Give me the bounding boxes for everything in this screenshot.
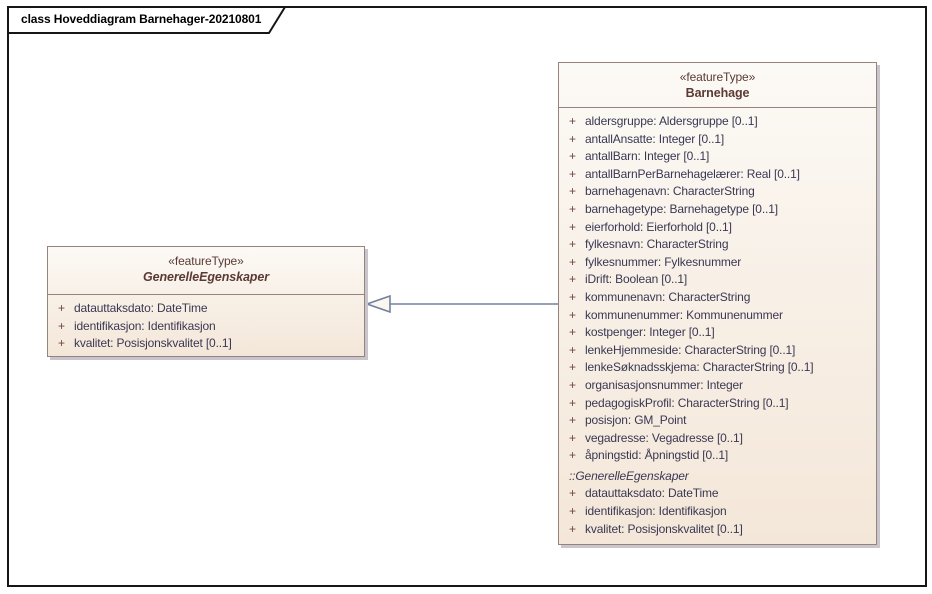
stereotype-label: «featureType» (168, 254, 244, 268)
attribute-row: + barnehagetype: Barnehagetype [0..1] (569, 201, 872, 219)
attribute-row: + åpningstid: Åpningstid [0..1] (569, 447, 872, 465)
attribute-text: pedagogiskProfil: CharacterString [0..1] (585, 395, 789, 410)
visibility-symbol: + (569, 413, 576, 428)
visibility-symbol: + (58, 301, 65, 315)
attribute-text: kvalitet: Posisjonskvalitet [0..1] (585, 521, 743, 536)
attribute-text: fylkesnummer: Fylkesnummer (585, 254, 742, 269)
attribute-text: lenkeSøknadsskjema: CharacterString [0..… (585, 360, 814, 375)
attribute-text: antallBarnPerBarnehagelærer: Real [0..1] (585, 166, 800, 181)
visibility-symbol: + (569, 430, 576, 445)
visibility-symbol: + (569, 448, 576, 463)
generalization-arrowhead-icon (364, 294, 391, 314)
attribute-text: iDrift: Boolean [0..1] (585, 272, 688, 287)
attribute-text: barnehagetype: Barnehagetype [0..1] (585, 201, 778, 216)
attribute-row: + kostpenger: Integer [0..1] (569, 324, 872, 342)
visibility-symbol: + (569, 201, 576, 216)
attribute-text: kvalitet: Posisjonskvalitet [0..1] (74, 336, 232, 351)
inherited-attributes-header: ::GenerelleEgenskaper (569, 468, 689, 483)
visibility-symbol: + (569, 325, 576, 340)
attribute-row: + lenkeHjemmeside: CharacterString [0..1] (569, 342, 872, 360)
visibility-symbol: + (569, 272, 576, 287)
visibility-symbol: + (58, 336, 65, 351)
attribute-row: + kvalitet: Posisjonskvalitet [0..1] (58, 335, 360, 353)
attribute-row: + kvalitet: Posisjonskvalitet [0..1] (569, 521, 872, 539)
generalization-connector[interactable] (360, 288, 570, 322)
attribute-row: + eierforhold: Eierforhold [0..1] (569, 219, 872, 237)
visibility-symbol: + (569, 504, 576, 519)
attribute-text: åpningstid: Åpningstid [0..1] (585, 448, 729, 463)
attribute-row: + fylkesnummer: Fylkesnummer (569, 254, 872, 272)
own-attributes: + aldersgruppe: Aldersgruppe [0..1] + antal… (569, 113, 872, 465)
attribute-compartment: + aldersgruppe: Aldersgruppe [0..1] + antal… (559, 108, 876, 538)
class-name: Barnehage (685, 86, 750, 100)
attribute-text: fylkesnavn: CharacterString (585, 237, 729, 252)
attribute-row: + vegadresse: Vegadresse [0..1] (569, 430, 872, 448)
visibility-symbol: + (58, 318, 65, 333)
attribute-text: organisasjonsnummer: Integer (585, 377, 743, 392)
visibility-symbol: + (569, 131, 576, 146)
attribute-text: barnehagenavn: CharacterString (585, 184, 755, 199)
attribute-text: identifikasjon: Identifikasjon (585, 504, 727, 519)
visibility-symbol: + (569, 342, 576, 357)
attribute-text: antallAnsatte: Integer [0..1] (585, 131, 725, 146)
visibility-symbol: + (569, 307, 576, 322)
visibility-symbol: + (569, 166, 576, 181)
attribute-text: posisjon: GM_Point (585, 413, 687, 428)
visibility-symbol: + (569, 377, 576, 392)
visibility-symbol: + (569, 114, 576, 128)
attribute-text: lenkeHjemmeside: CharacterString [0..1] (585, 342, 796, 357)
attribute-row: + antallBarnPerBarnehagelærer: Real [0..1… (569, 166, 872, 184)
attribute-row: + antallBarn: Integer [0..1] (569, 148, 872, 166)
class-box-barnehage[interactable]: «featureType» Barnehage + aldersgruppe: A… (558, 62, 877, 545)
attribute-text: datauttaksdato: DateTime (585, 486, 719, 501)
visibility-symbol: + (569, 184, 576, 199)
visibility-symbol: + (569, 149, 576, 164)
attribute-text: kommunenavn: CharacterString (585, 289, 751, 304)
attribute-row: + barnehagenavn: CharacterString (569, 183, 872, 201)
visibility-symbol: + (569, 360, 576, 375)
attribute-row: + identifikasjon: Identifikasjon (569, 503, 872, 521)
attribute-row: + kommunenummer: Kommunenummer (569, 307, 872, 325)
stereotype-label: «featureType» (679, 70, 756, 84)
attribute-row: + kommunenavn: CharacterString (569, 289, 872, 307)
attribute-row: + iDrift: Boolean [0..1] (569, 271, 872, 289)
class-header: «featureType» Barnehage (559, 63, 876, 108)
attribute-text: kostpenger: Integer [0..1] (585, 325, 715, 340)
attribute-text: vegadresse: Vegadresse [0..1] (585, 430, 743, 445)
inherited-attributes: + datauttaksdato: DateTime + identifikasjon… (569, 485, 872, 538)
attribute-text: kommunenummer: Kommunenummer (585, 307, 783, 322)
visibility-symbol: + (569, 521, 576, 536)
frame-label: class Hoveddiagram Barnehager-20210801 (21, 12, 262, 26)
attribute-compartment: + datauttaksdato: DateTime + identifikasjon… (48, 295, 364, 353)
visibility-symbol: + (569, 254, 576, 269)
class-box-generelleegenskaper[interactable]: «featureType» GenerelleEgenskaper + datau… (47, 246, 365, 357)
attribute-row: + organisasjonsnummer: Integer (569, 377, 872, 395)
visibility-symbol: + (569, 486, 576, 501)
attribute-row: + aldersgruppe: Aldersgruppe [0..1] (569, 113, 872, 131)
visibility-symbol: + (569, 237, 576, 252)
frame-tab-shape (7, 6, 287, 34)
attribute-text: identifikasjon: Identifikasjon (74, 318, 216, 333)
visibility-symbol: + (569, 395, 576, 410)
attribute-text: aldersgruppe: Aldersgruppe [0..1] (585, 114, 758, 128)
attribute-row: + pedagogiskProfil: CharacterString [0..1… (569, 395, 872, 413)
attribute-row: + identifikasjon: Identifikasjon (58, 318, 360, 336)
visibility-symbol: + (569, 219, 576, 234)
attribute-text: datauttaksdato: DateTime (74, 301, 208, 315)
attribute-row: + datauttaksdato: DateTime (58, 300, 360, 318)
visibility-symbol: + (569, 289, 576, 304)
attribute-row: + fylkesnavn: CharacterString (569, 236, 872, 254)
class-name: GenerelleEgenskaper (143, 270, 269, 284)
attribute-row: + lenkeSøknadsskjema: CharacterString [0.… (569, 359, 872, 377)
attribute-text: eierforhold: Eierforhold [0..1] (585, 219, 732, 234)
diagram-frame (7, 6, 927, 587)
attribute-text: antallBarn: Integer [0..1] (585, 149, 710, 164)
attribute-row: + antallAnsatte: Integer [0..1] (569, 131, 872, 149)
attribute-row: + posisjon: GM_Point (569, 412, 872, 430)
class-header: «featureType» GenerelleEgenskaper (48, 247, 364, 295)
attribute-row: + datauttaksdato: DateTime (569, 485, 872, 503)
